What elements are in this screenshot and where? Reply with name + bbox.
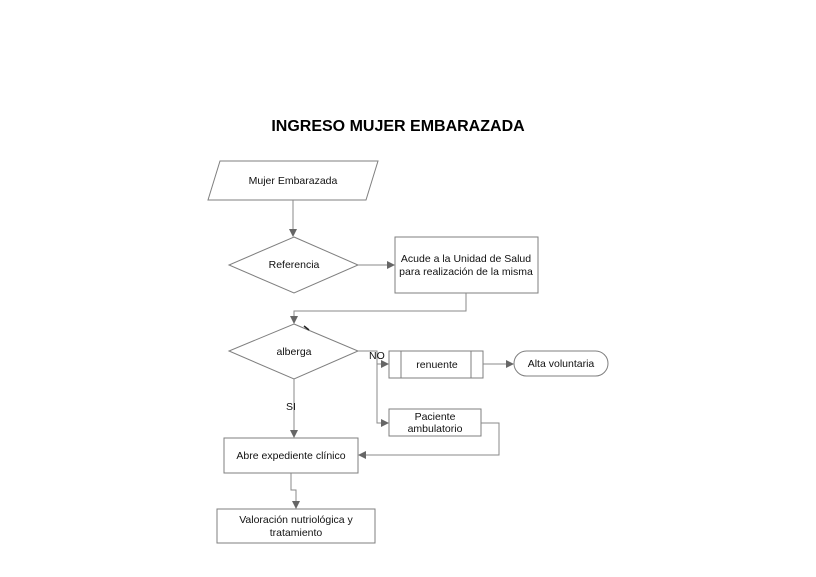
node-abre-expediente-label: Abre expediente clínico (236, 450, 345, 462)
node-referencia-label: Referencia (269, 259, 320, 271)
node-mujer-embarazada-label: Mujer Embarazada (249, 175, 338, 187)
node-albergue-label: alberga (276, 346, 311, 358)
diagram-title: INGRESO MUJER EMBARAZADA (271, 118, 525, 135)
node-albergue: alberga (227, 323, 360, 380)
edge-acude-to-albergue (290, 293, 467, 324)
node-paciente-ambulatorio: Paciente ambulatorio (388, 408, 482, 437)
node-acude-unidad-salud: Acude a la Unidad de Salud para realizac… (394, 236, 539, 294)
edge-abre-to-valoracion (290, 473, 300, 509)
node-renuente: renuente (388, 350, 484, 379)
edge-paciente-to-abre (358, 422, 500, 459)
node-paciente-label-line2: ambulatorio (408, 423, 463, 435)
node-alta-voluntaria: Alta voluntaria (513, 350, 609, 377)
edge-albergue-to-renuente (358, 350, 389, 368)
edge-label-si: SI (286, 401, 296, 413)
edge-label-no: NO (369, 350, 385, 362)
edge-albergue-to-paciente (376, 364, 389, 427)
node-referencia: Referencia (227, 236, 360, 294)
node-valoracion-label-line1: Valoración nutriológica y (239, 514, 353, 526)
node-alta-voluntaria-label: Alta voluntaria (528, 358, 595, 370)
node-renuente-label: renuente (416, 359, 458, 371)
node-abre-expediente: Abre expediente clínico (223, 437, 359, 474)
node-paciente-label-line1: Paciente (415, 411, 456, 423)
node-acude-label-line1: Acude a la Unidad de Salud (401, 253, 531, 265)
node-acude-label-line2: para realización de la misma (399, 266, 533, 278)
node-valoracion-label-line2: tratamiento (270, 527, 323, 539)
node-mujer-embarazada: Mujer Embarazada (207, 160, 379, 201)
node-valoracion-nutriologica: Valoración nutriológica y tratamiento (216, 508, 376, 544)
